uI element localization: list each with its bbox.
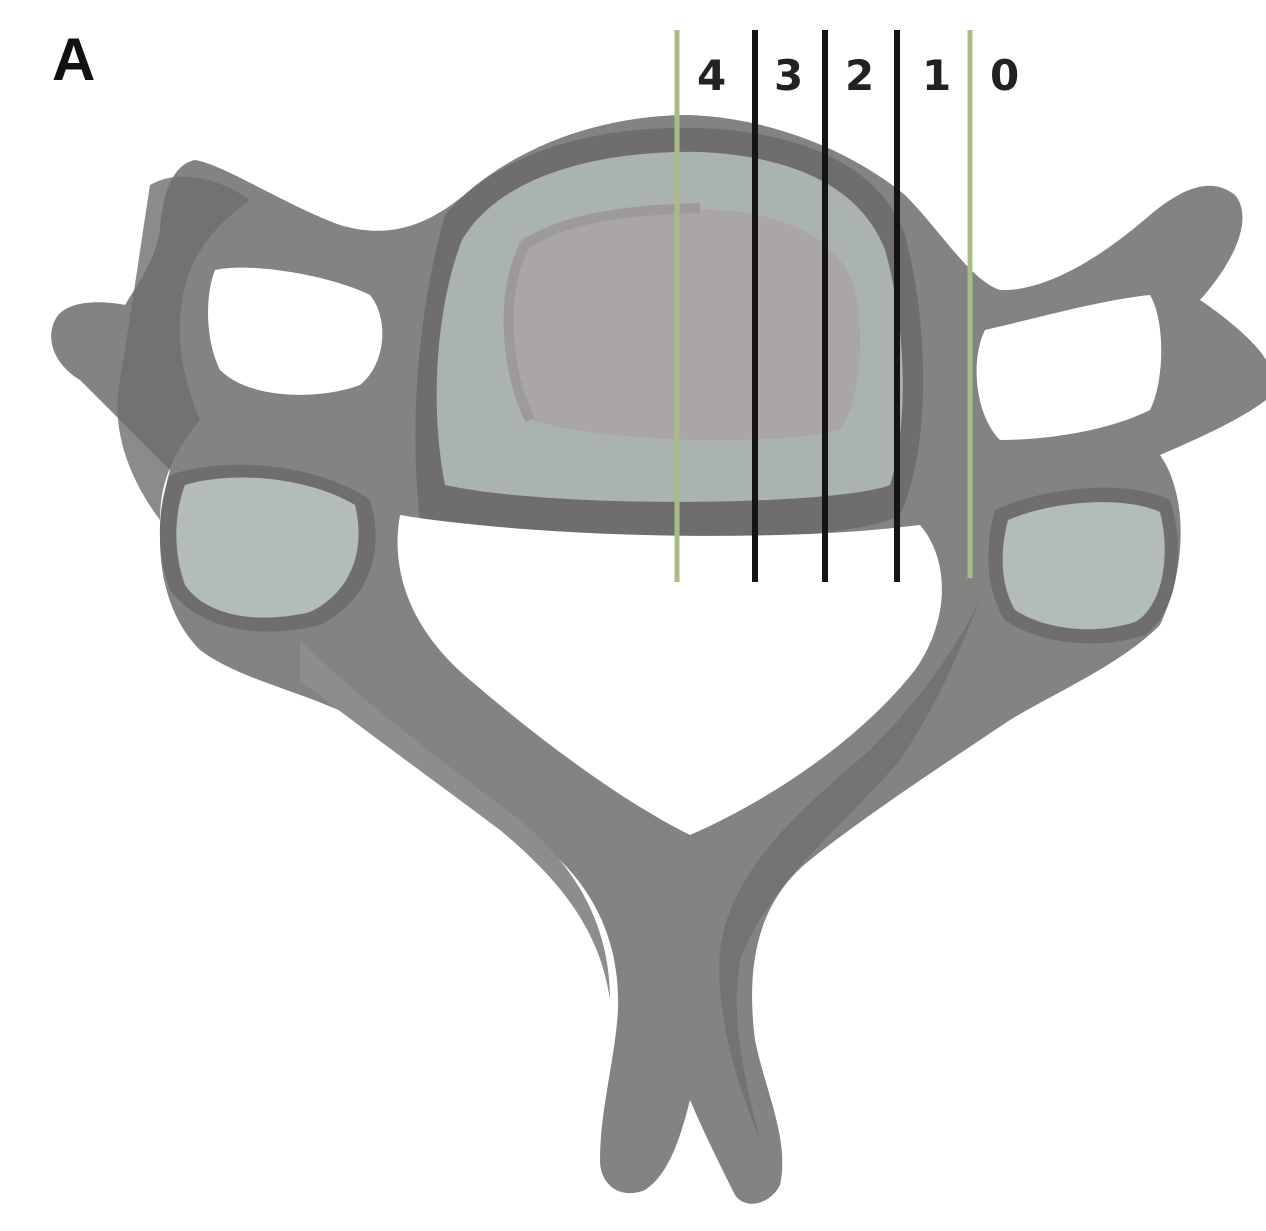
- grade-label-3: 3: [774, 51, 803, 100]
- grade-label-0: 0: [990, 51, 1019, 100]
- right-articular-facet: [988, 488, 1178, 644]
- panel-label: A: [52, 26, 95, 93]
- left-articular-facet: [160, 465, 376, 632]
- grade-label-2: 2: [845, 51, 874, 100]
- grade-label-4: 4: [697, 51, 726, 100]
- disc-nucleus: [508, 210, 860, 441]
- grade-label-1: 1: [922, 51, 951, 100]
